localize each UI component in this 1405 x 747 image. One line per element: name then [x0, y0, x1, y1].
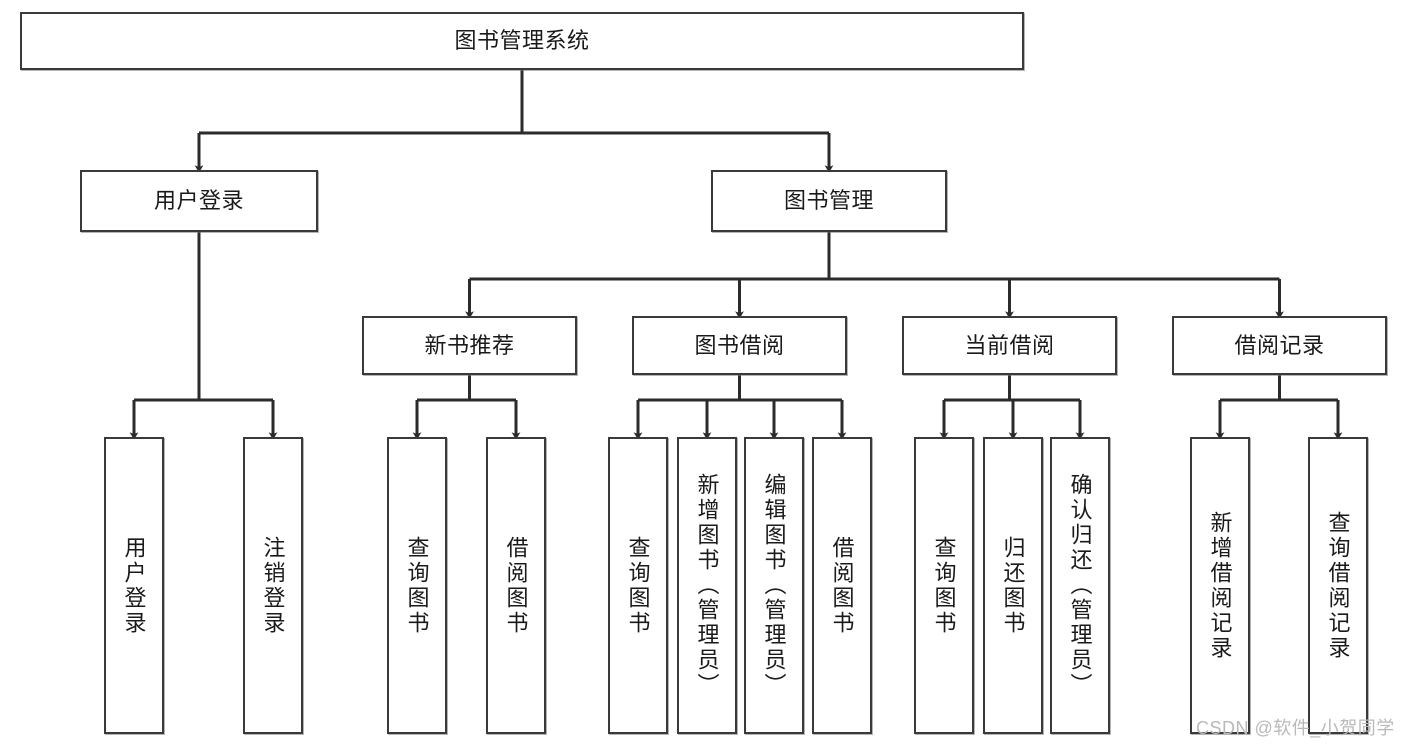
node-label: 查询图书	[625, 535, 651, 636]
node-label: 注销登录	[260, 535, 286, 636]
node-n16[interactable]: 归还图书	[983, 437, 1043, 734]
node-n6[interactable]: 借阅记录	[1172, 316, 1387, 375]
node-n13[interactable]: 编辑图书（管理员）	[744, 437, 804, 734]
node-n18[interactable]: 新增借阅记录	[1190, 437, 1250, 734]
node-label: 新书推荐	[424, 332, 515, 358]
node-label: 查询图书	[931, 535, 957, 636]
edge-paths	[129, 70, 1343, 440]
node-n1[interactable]: 用户登录	[80, 170, 318, 232]
node-label: 新增借阅记录	[1207, 510, 1233, 661]
node-n4[interactable]: 图书借阅	[632, 316, 847, 375]
node-n8[interactable]: 注销登录	[243, 437, 303, 734]
node-label: 图书借阅	[694, 332, 785, 358]
node-n2[interactable]: 图书管理	[711, 170, 947, 232]
node-label: 编辑图书（管理员）	[761, 473, 787, 698]
node-label: 新增图书（管理员）	[694, 473, 720, 698]
node-label: 借阅图书	[503, 535, 529, 636]
node-n15[interactable]: 查询图书	[914, 437, 974, 734]
node-label: 图书管理	[783, 188, 874, 214]
node-label: 用户登录	[121, 535, 147, 636]
node-label: 归还图书	[1000, 535, 1026, 636]
node-n0[interactable]: 图书管理系统	[20, 12, 1024, 70]
node-n19[interactable]: 查询借阅记录	[1308, 437, 1368, 734]
node-n5[interactable]: 当前借阅	[902, 316, 1117, 375]
node-n9[interactable]: 查询图书	[387, 437, 447, 734]
node-label: 图书管理系统	[454, 28, 590, 54]
node-label: 用户登录	[153, 188, 244, 214]
node-n3[interactable]: 新书推荐	[362, 316, 577, 375]
node-label: 借阅记录	[1234, 332, 1325, 358]
node-n14[interactable]: 借阅图书	[812, 437, 872, 734]
node-n17[interactable]: 确认归还（管理员）	[1050, 437, 1110, 734]
node-label: 查询图书	[404, 535, 430, 636]
node-n11[interactable]: 查询图书	[608, 437, 668, 734]
node-label: 当前借阅	[964, 332, 1055, 358]
node-n7[interactable]: 用户登录	[104, 437, 164, 734]
node-label: 查询借阅记录	[1325, 510, 1351, 661]
node-n12[interactable]: 新增图书（管理员）	[677, 437, 737, 734]
node-label: 确认归还（管理员）	[1067, 473, 1093, 698]
node-label: 借阅图书	[829, 535, 855, 636]
node-n10[interactable]: 借阅图书	[486, 437, 546, 734]
